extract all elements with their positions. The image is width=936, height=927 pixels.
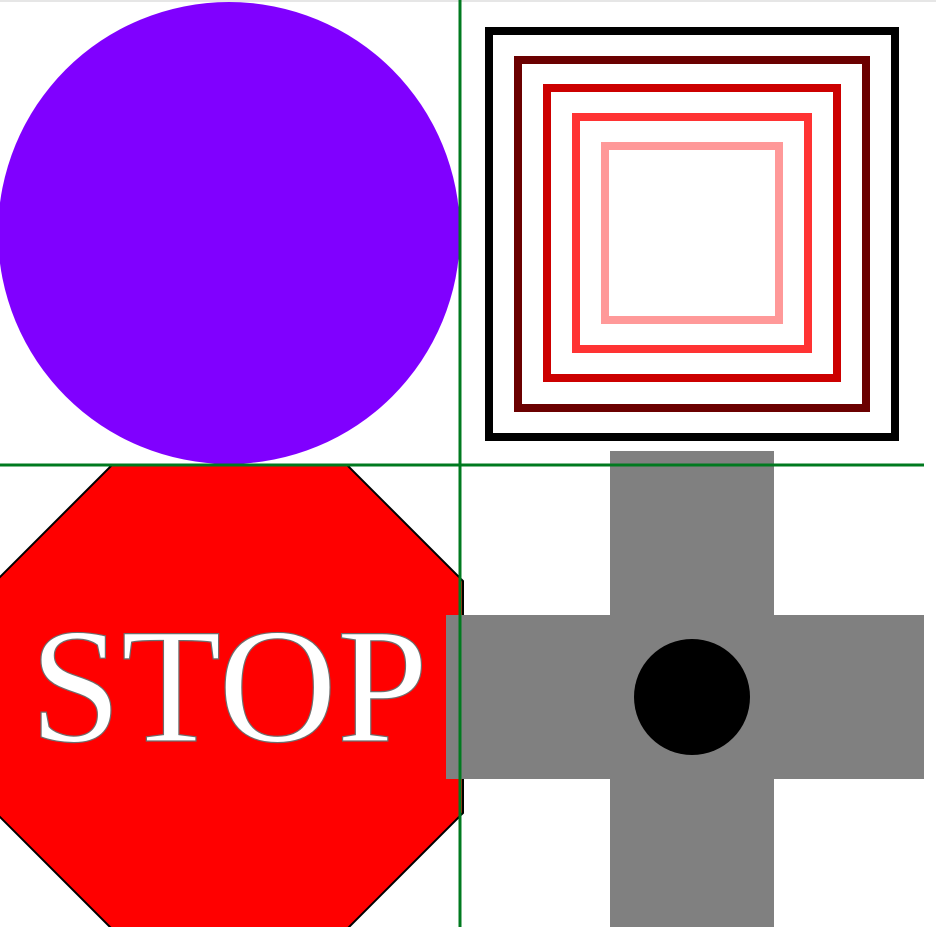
square-outer-black xyxy=(485,27,899,441)
square-red xyxy=(543,84,841,382)
stop-label: STOP xyxy=(30,596,428,777)
stop-sign: STOP xyxy=(0,464,464,927)
square-bright-red xyxy=(572,113,812,353)
nested-squares xyxy=(485,27,899,441)
square-dark-red xyxy=(514,56,870,412)
square-light-red xyxy=(601,142,783,324)
black-dot xyxy=(634,639,750,755)
stop-octagon xyxy=(0,464,464,927)
gray-cross xyxy=(446,451,924,927)
purple-circle xyxy=(0,2,460,464)
